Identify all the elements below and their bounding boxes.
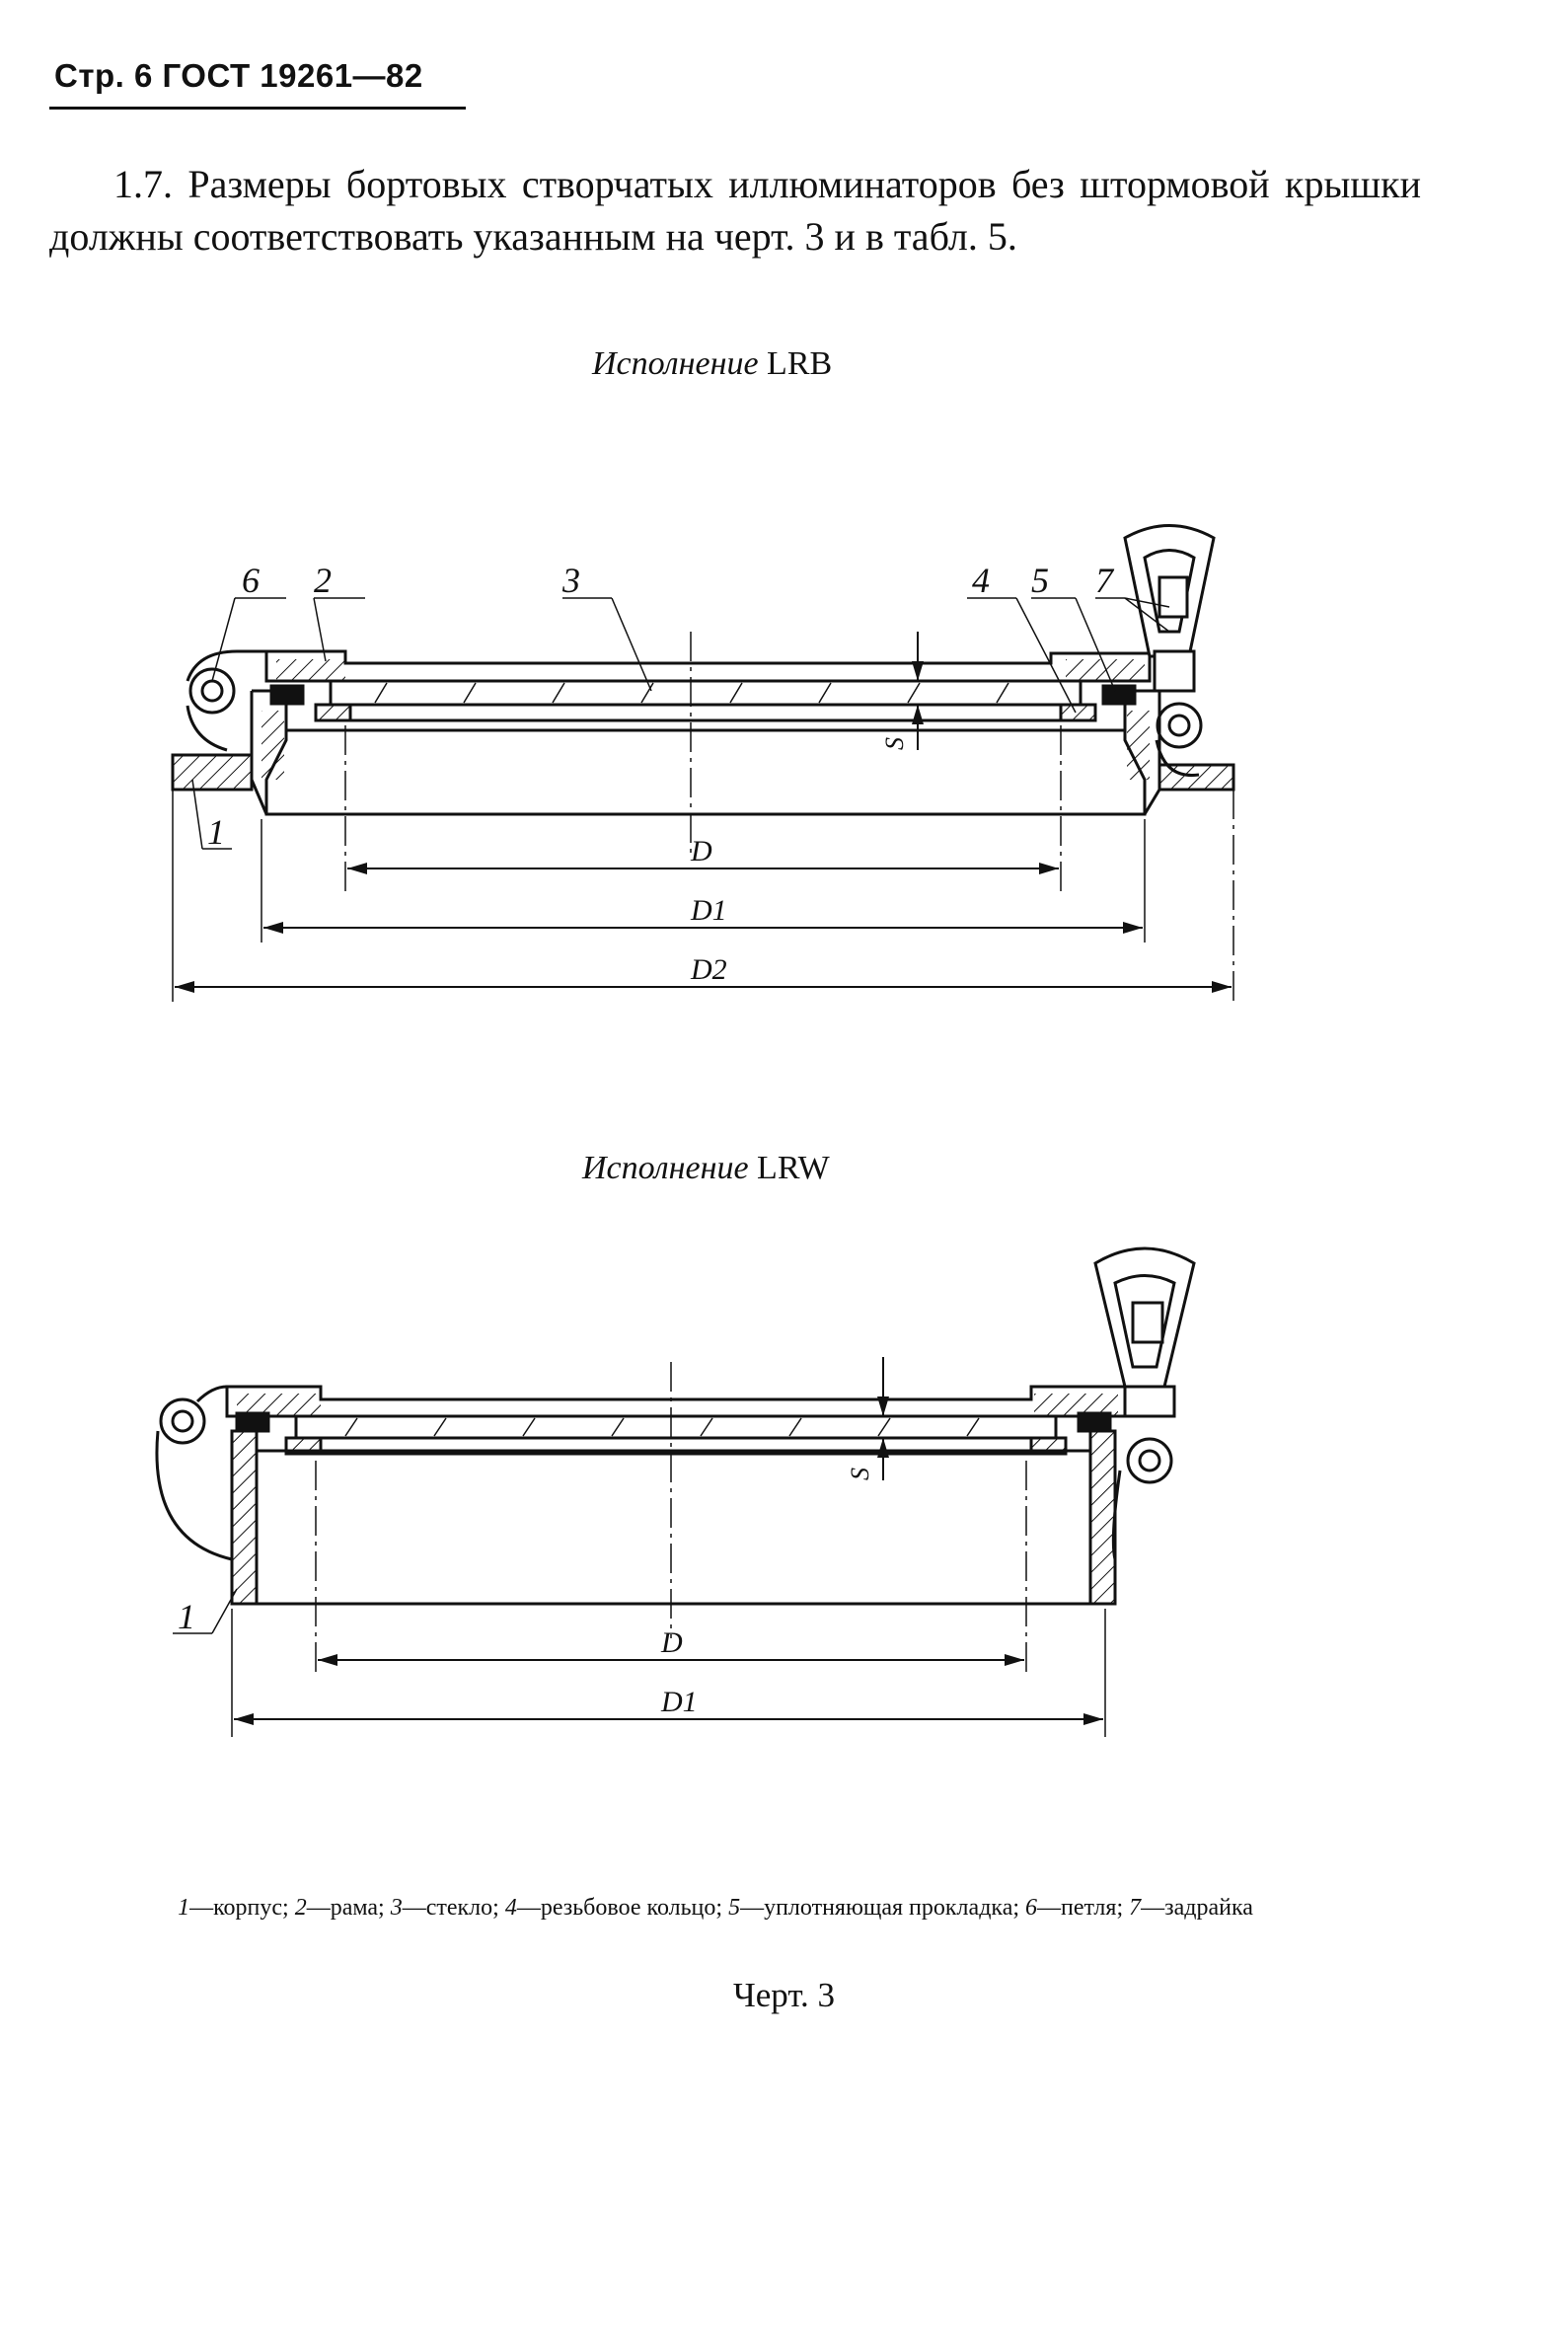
- callout-4-lrb: 4: [972, 561, 990, 600]
- caption-lrw: Исполнение LRW: [582, 1150, 830, 1187]
- dim-d1-lrw: D1: [660, 1686, 698, 1718]
- callout-3-lrb: 3: [561, 561, 580, 600]
- caption-lrb-prefix: Исполнение: [592, 345, 759, 382]
- callout-5-lrb: 5: [1031, 561, 1049, 600]
- dim-s-lrb: S: [880, 737, 909, 750]
- figure-label: Черт. 3: [733, 1976, 835, 2014]
- dim-d1-lrb: D1: [690, 894, 727, 927]
- paragraph-text: 1.7. Размеры бортовых створчатых иллюмин…: [49, 162, 1421, 259]
- lrb-labels: 6 2 3 4 5 7 1 D D1 D2 S: [207, 561, 1115, 986]
- caption-lrw-prefix: Исполнение: [582, 1150, 749, 1186]
- drawing-lrb: [171, 524, 1235, 1002]
- callout-2-lrb: 2: [314, 561, 332, 600]
- caption-lrw-code: LRW: [757, 1150, 830, 1186]
- drawing-lrw: [155, 1246, 1196, 1737]
- paragraph-1-7: 1.7. Размеры бортовых створчатых иллюмин…: [49, 158, 1421, 263]
- figure-legend: 1—корпус; 2—рама; 3—стекло; 4—резьбовое …: [178, 1895, 1253, 1921]
- callout-6-lrb: 6: [242, 561, 260, 600]
- header-rule: [49, 107, 466, 110]
- page-header: Стр. 6 ГОСТ 19261—82: [54, 57, 423, 94]
- callout-7-lrb: 7: [1095, 561, 1115, 600]
- lrw-labels: 1 D D1 S: [178, 1468, 874, 1718]
- callout-1-lrw: 1: [178, 1597, 195, 1636]
- caption-lrb-code: LRB: [767, 345, 833, 382]
- dim-s-lrw: S: [846, 1468, 874, 1480]
- dim-d2-lrb: D2: [690, 953, 727, 986]
- callout-1-lrb: 1: [207, 812, 225, 852]
- caption-lrb: Исполнение LRB: [592, 345, 832, 383]
- dim-d-lrw: D: [660, 1626, 683, 1659]
- dim-d-lrb: D: [690, 835, 712, 868]
